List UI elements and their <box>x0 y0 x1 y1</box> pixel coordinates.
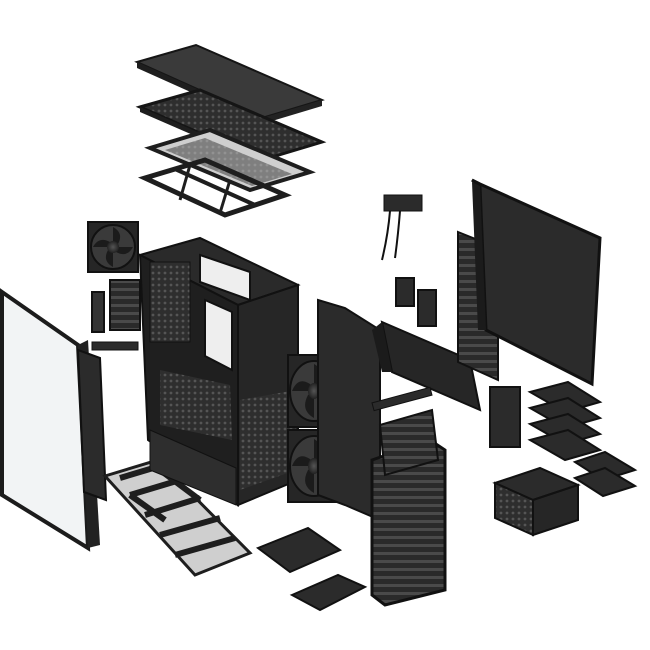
main-chassis <box>137 236 301 507</box>
front-filter-insert <box>378 408 440 477</box>
drive-trays <box>527 380 638 498</box>
ssd-brackets <box>395 277 437 327</box>
psu-cover-plate <box>255 526 343 574</box>
side-panel-strip <box>76 348 108 502</box>
fan-hub-cables <box>381 194 423 261</box>
top-filter-frame <box>144 127 316 193</box>
bottom-small-plate <box>289 573 368 612</box>
hdd-drive-cage <box>492 466 581 537</box>
right-solid-side-panel <box>471 178 602 387</box>
psu-shroud-plate <box>372 320 482 412</box>
top-bracket <box>137 157 292 218</box>
rear-fan <box>87 221 139 273</box>
interior-bracket-bar <box>371 386 433 412</box>
side-mount-plate <box>489 386 521 448</box>
rear-pci-brackets <box>91 279 141 351</box>
